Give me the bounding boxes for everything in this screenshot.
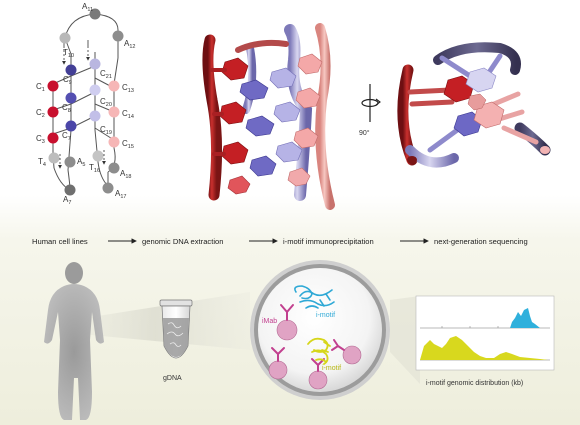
label-T4: T4 <box>38 157 46 168</box>
label-C2: C2 <box>36 108 45 119</box>
imotif-3d-model-rotated <box>397 42 551 168</box>
imotif-dna-yellow <box>307 337 331 365</box>
label-C3: C3 <box>36 134 45 145</box>
imab-antibody-3 <box>331 339 362 365</box>
node-A7 <box>64 184 76 196</box>
imotif-label-blue: i-motif <box>316 312 335 319</box>
node-A5 <box>64 156 76 168</box>
node-C2 <box>47 106 59 118</box>
yellow-peak-track <box>420 336 548 360</box>
imab-antibody-4 <box>308 358 328 390</box>
node-T16 <box>92 150 104 162</box>
node-C21 <box>89 58 101 70</box>
imotif-3d-model-side <box>202 23 335 210</box>
node-C8 <box>65 92 77 104</box>
node-C20 <box>89 84 101 96</box>
blue-peak-track <box>510 308 540 328</box>
pipeline-row: Human cell lines genomic DNA extraction … <box>32 237 528 246</box>
light-beam <box>60 292 420 384</box>
human-silhouette <box>44 262 104 420</box>
node-C14 <box>108 106 120 118</box>
node-T4 <box>48 152 60 164</box>
label-A11: A11 <box>82 2 93 13</box>
label-C21: C21 <box>100 69 112 80</box>
label-C8: C8 <box>62 103 71 114</box>
imab-antibody-1 <box>276 304 298 341</box>
imab-antibody-2 <box>268 347 288 380</box>
label-A17: A17 <box>115 189 126 200</box>
label-C14: C14 <box>122 109 134 120</box>
label-C13: C13 <box>122 83 134 94</box>
node-T10 <box>59 32 71 44</box>
node-A12 <box>112 30 124 42</box>
pipeline-step-3: i-motif immunoprecipitation <box>283 237 374 246</box>
node-A18 <box>108 162 120 174</box>
rotation-arrow-icon <box>361 84 381 122</box>
label-T16: T16 <box>89 163 100 174</box>
node-A11 <box>89 8 101 20</box>
pipeline-step-1: Human cell lines <box>32 237 88 246</box>
node-C1 <box>47 80 59 92</box>
node-C19 <box>89 110 101 122</box>
label-A18: A18 <box>120 169 131 180</box>
gdna-tube <box>159 299 193 359</box>
node-C13 <box>108 80 120 92</box>
node-C15 <box>108 136 120 148</box>
node-A17 <box>102 182 114 194</box>
pipeline-step-2: genomic DNA extraction <box>142 237 223 246</box>
label-T10: T10 <box>63 48 74 59</box>
imotif-schematic: A11 A12 T10 C9 C21 C1 C13 C8 C20 C2 C14 … <box>36 2 135 206</box>
node-C7 <box>65 120 77 132</box>
label-C9: C9 <box>63 75 72 86</box>
label-A7: A7 <box>63 195 71 206</box>
label-C15: C15 <box>122 139 134 150</box>
imab-label: iMab <box>262 318 277 325</box>
label-C7: C7 <box>62 131 71 142</box>
imotif-dna-blue <box>294 285 335 309</box>
label-A12: A12 <box>124 39 135 50</box>
imotif-label-yellow: i-motif <box>322 365 341 372</box>
label-C19: C19 <box>100 125 112 136</box>
rotation-label: 90° <box>359 129 370 137</box>
pipeline-step-4: next-generation sequencing <box>434 237 528 246</box>
node-C3 <box>47 132 59 144</box>
gdna-label: gDNA <box>163 375 182 382</box>
genome-caption: i-motif genomic distribution (kb) <box>426 380 523 387</box>
genome-distribution-panel <box>415 295 555 371</box>
label-C20: C20 <box>100 97 112 108</box>
label-A5: A5 <box>77 157 85 168</box>
label-C1: C1 <box>36 82 45 93</box>
node-C9 <box>65 64 77 76</box>
